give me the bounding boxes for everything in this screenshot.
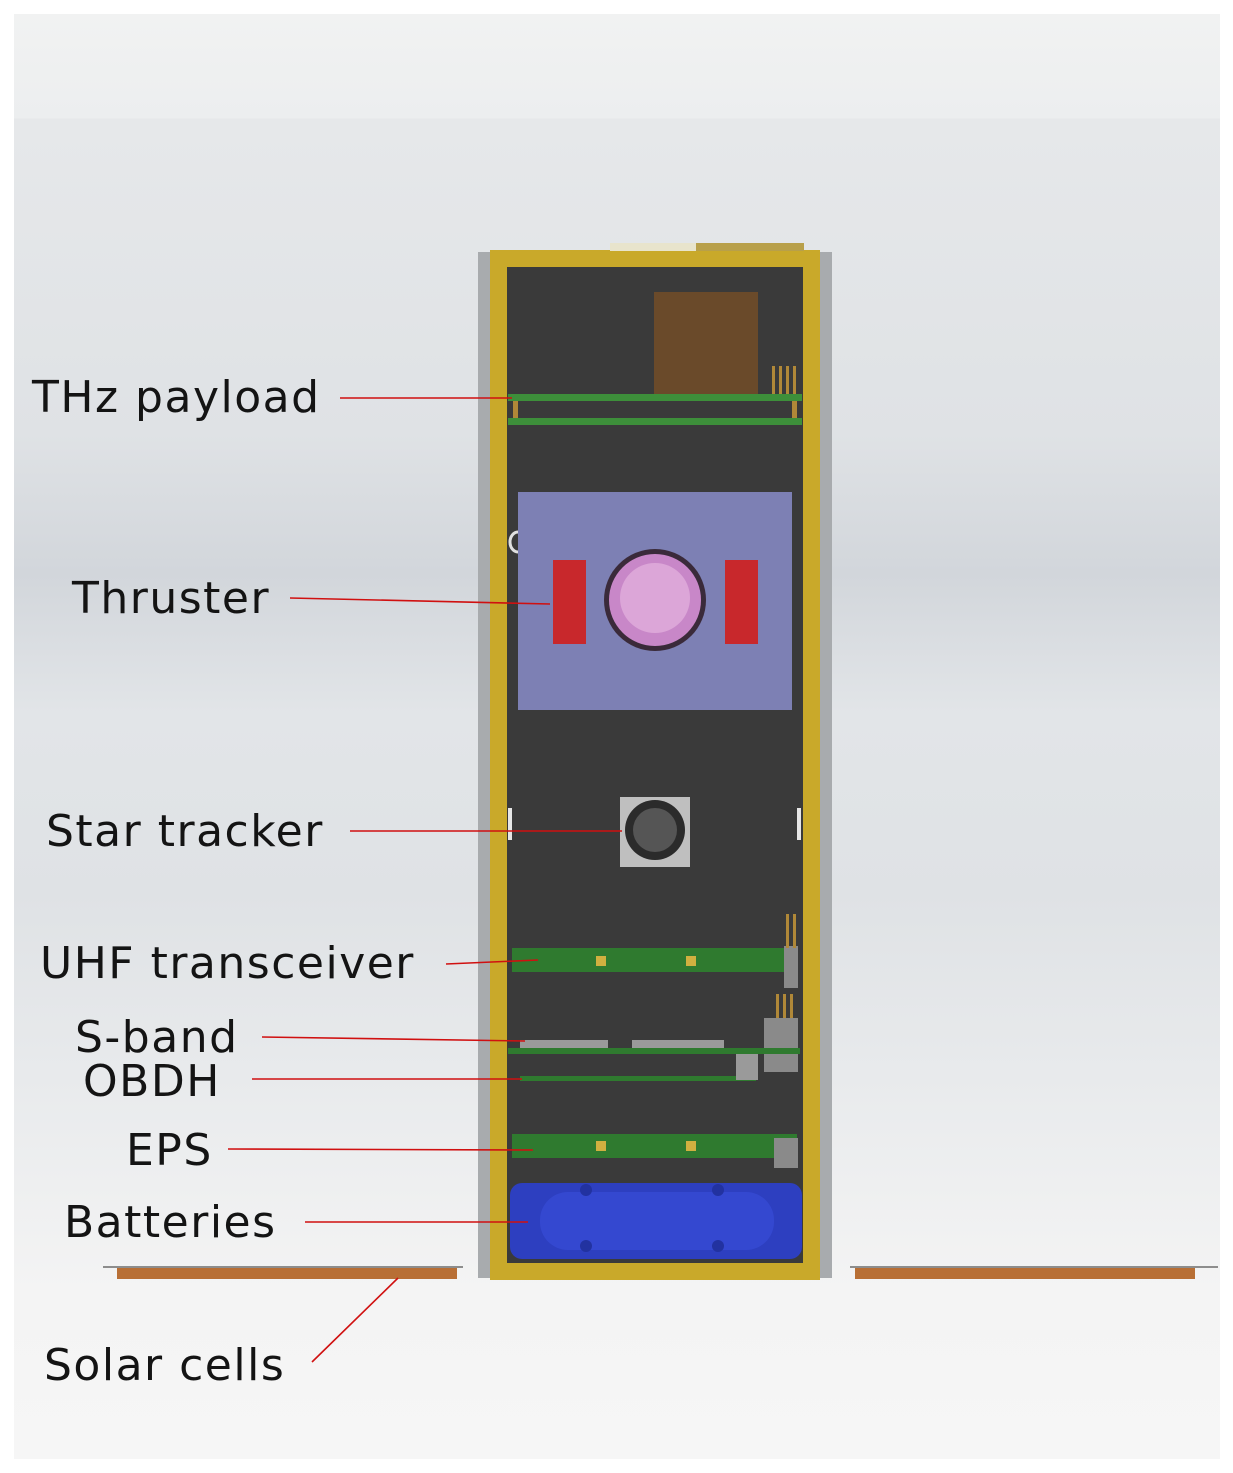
leader-line-thruster (289, 597, 551, 605)
thruster-nozzle-highlight (620, 563, 690, 633)
thruster-heater-left (553, 560, 586, 644)
label-obdh: OBDH (83, 1056, 221, 1107)
s-band-board (508, 1048, 800, 1054)
left-side-rail (478, 252, 492, 1278)
solar-panel-left (117, 1268, 457, 1279)
eps-chip-right (686, 1141, 696, 1151)
thruster-edge-mark (508, 530, 519, 554)
label-s-band: S-band (75, 1012, 239, 1063)
payload-header-pins (772, 366, 796, 396)
thz-payload-block (654, 292, 758, 394)
star-tracker-lens-inner (633, 808, 677, 852)
uhf-chip-left (596, 956, 606, 966)
obdh-connector (736, 1054, 758, 1080)
payload-board-top (508, 394, 802, 401)
label-eps: EPS (126, 1125, 213, 1176)
payload-spacer-right (792, 401, 797, 418)
eps-board (512, 1134, 797, 1158)
battery-cell-inner (540, 1192, 774, 1250)
eps-connector-side (774, 1138, 798, 1168)
s-band-connector-left (520, 1040, 608, 1048)
thruster-heater-right (725, 560, 758, 644)
leader-line-eps (227, 1148, 534, 1151)
solar-panel-right (855, 1268, 1195, 1279)
leader-line-uhf-transceiver (445, 959, 539, 965)
obdh-board (520, 1076, 756, 1081)
uhf-board (512, 948, 797, 972)
top-connector-strip (610, 243, 696, 251)
stack-connector-side (764, 1018, 798, 1072)
battery-mount-holes (580, 1184, 724, 1252)
leader-line-s-band (261, 1036, 526, 1042)
payload-board-bottom (508, 418, 802, 425)
label-thruster: Thruster (72, 573, 271, 624)
eps-chip-left (596, 1141, 606, 1151)
top-edge-strip (696, 243, 804, 251)
satellite-interior (507, 267, 803, 1263)
side-slot-left (508, 808, 512, 840)
payload-spacer-left (513, 401, 518, 418)
obdh-header-pins (776, 994, 793, 1018)
label-uhf-transceiver: UHF transceiver (40, 938, 415, 989)
uhf-chip-right (686, 956, 696, 966)
side-slot-right (797, 808, 801, 840)
uhf-connector-side (784, 946, 798, 988)
ground-line-right (850, 1266, 1218, 1268)
label-thz-payload: THz payload (32, 372, 321, 423)
ground-line-left (103, 1266, 463, 1268)
right-side-rail (818, 252, 832, 1278)
label-solar-cells: Solar cells (44, 1340, 286, 1391)
uhf-header-pins (786, 914, 796, 948)
s-band-connector-right (632, 1040, 724, 1048)
label-batteries: Batteries (64, 1197, 277, 1248)
label-star-tracker: Star tracker (46, 806, 324, 857)
leader-line-solar-cells (311, 1277, 399, 1363)
